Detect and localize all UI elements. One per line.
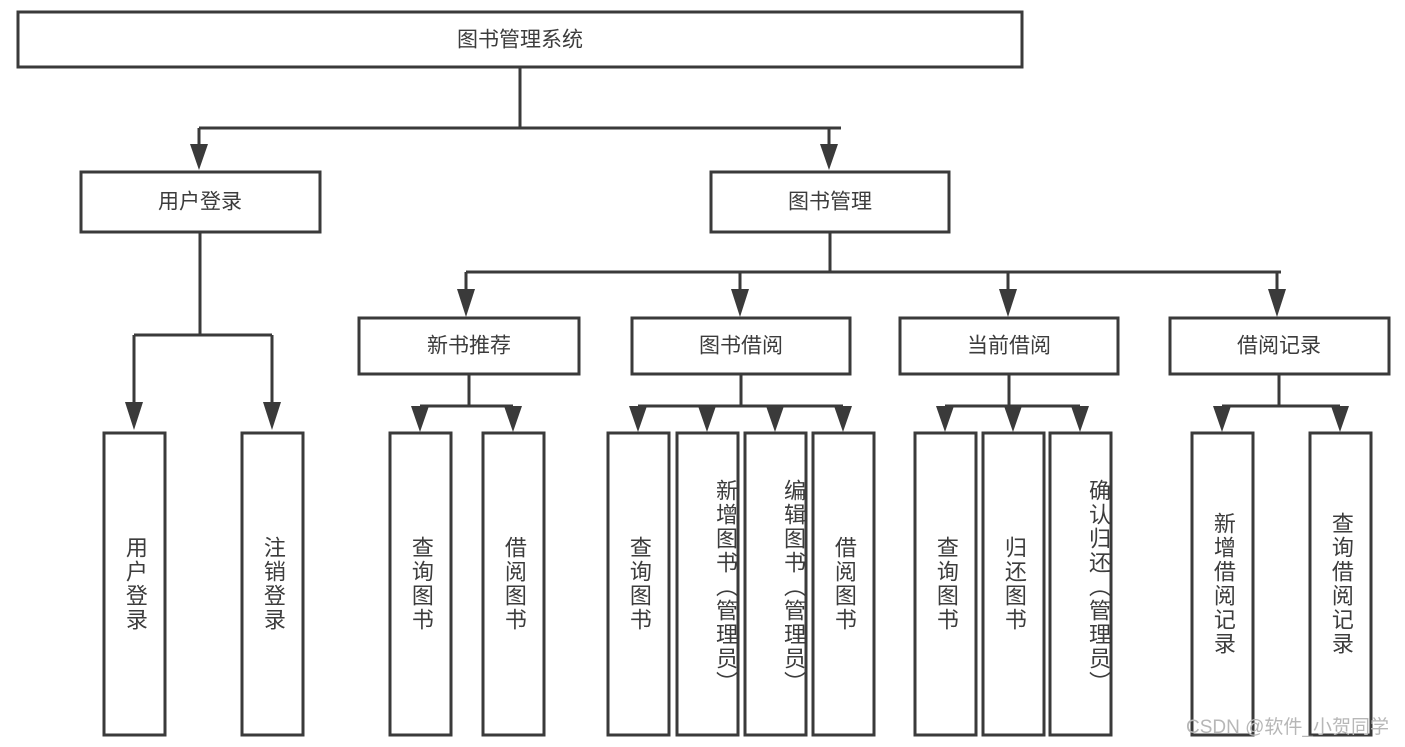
leaf-box-new-book-1[interactable] [388, 431, 453, 737]
leaf-box-user-login-2[interactable] [240, 431, 305, 737]
arrow-book-borrow-leaf3 [766, 406, 784, 432]
node-root-system-label: 图书管理系统 [457, 29, 583, 52]
arrow-book-borrow-leaf2 [698, 406, 716, 432]
node-book-management-label: 图书管理 [788, 191, 872, 214]
node-root-system[interactable] [16, 10, 1024, 69]
leaf-label-book-borrow-2: 新增图书（管理员） [713, 479, 738, 695]
leaf-label-current-borrow-1: 查询图书 [933, 536, 959, 632]
leaf-label-borrow-record-2: 查询借阅记录 [1328, 512, 1354, 656]
leaf-box-current-borrow-2[interactable] [981, 431, 1046, 737]
leaf-box-borrow-record-2[interactable] [1308, 431, 1373, 737]
arrow-to-book-mgmt [820, 144, 838, 170]
leaf-box-book-borrow-4[interactable] [811, 431, 876, 737]
arrow-book-borrow-leaf4 [834, 406, 852, 432]
leaf-label-current-borrow-3: 确认归还（管理员） [1086, 479, 1111, 695]
leaf-box-current-borrow-1[interactable] [913, 431, 978, 737]
arrow-borrow-record-leaf2 [1331, 406, 1349, 432]
leaf-label-book-borrow-3: 编辑图书（管理员） [781, 479, 806, 695]
arrow-to-user-login [190, 144, 208, 170]
arrow-borrow-record-leaf1 [1213, 406, 1231, 432]
node-borrow-record[interactable] [1168, 316, 1391, 376]
node-new-book-recommend-label: 新书推荐 [427, 335, 511, 358]
leaf-box-book-borrow-2[interactable] [675, 431, 740, 737]
arrow-to-borrow-record [1268, 289, 1286, 317]
leaf-box-book-borrow-1[interactable] [606, 431, 671, 737]
leaf-label-new-book-1: 查询图书 [408, 536, 434, 632]
leaf-label-book-borrow-1: 查询图书 [626, 536, 652, 632]
arrow-user-login-leaf1 [125, 402, 143, 430]
leaf-label-user-login-2: 注销登录 [260, 536, 286, 632]
arrow-current-borrow-leaf2 [1004, 406, 1022, 432]
leaf-box-book-borrow-3[interactable] [743, 431, 808, 737]
node-book-borrow[interactable] [630, 316, 852, 376]
leaf-box-borrow-record-1[interactable] [1190, 431, 1255, 737]
arrow-book-borrow-leaf1 [629, 406, 647, 432]
leaf-label-book-borrow-4: 借阅图书 [831, 536, 857, 632]
arrow-user-login-leaf2 [263, 402, 281, 430]
csdn-watermark: CSDN @软件_小贺同学 [1186, 717, 1389, 738]
arrow-current-borrow-leaf1 [936, 406, 954, 432]
node-user-login-label: 用户登录 [158, 191, 242, 214]
node-book-management[interactable] [709, 170, 951, 234]
arrow-to-book-borrow [731, 289, 749, 317]
arrow-new-book-leaf2 [504, 406, 522, 432]
arrow-to-current-borrow [999, 289, 1017, 317]
leaf-label-borrow-record-1: 新增借阅记录 [1210, 512, 1236, 656]
node-borrow-record-label: 借阅记录 [1237, 335, 1321, 358]
leaf-box-user-login-1[interactable] [102, 431, 167, 737]
leaf-label-current-borrow-2: 归还图书 [1001, 536, 1027, 632]
arrow-to-new-book [457, 289, 475, 317]
leaf-box-new-book-2[interactable] [481, 431, 546, 737]
node-book-borrow-label: 图书借阅 [699, 335, 783, 358]
leaf-label-user-login-1: 用户登录 [122, 536, 148, 632]
node-current-borrow-label: 当前借阅 [967, 335, 1051, 358]
node-user-login[interactable] [79, 170, 322, 234]
node-new-book-recommend[interactable] [357, 316, 581, 376]
leaf-label-new-book-2: 借阅图书 [501, 536, 527, 632]
arrow-new-book-leaf1 [411, 406, 429, 432]
arrow-current-borrow-leaf3 [1071, 406, 1089, 432]
leaf-box-current-borrow-3[interactable] [1048, 431, 1113, 737]
